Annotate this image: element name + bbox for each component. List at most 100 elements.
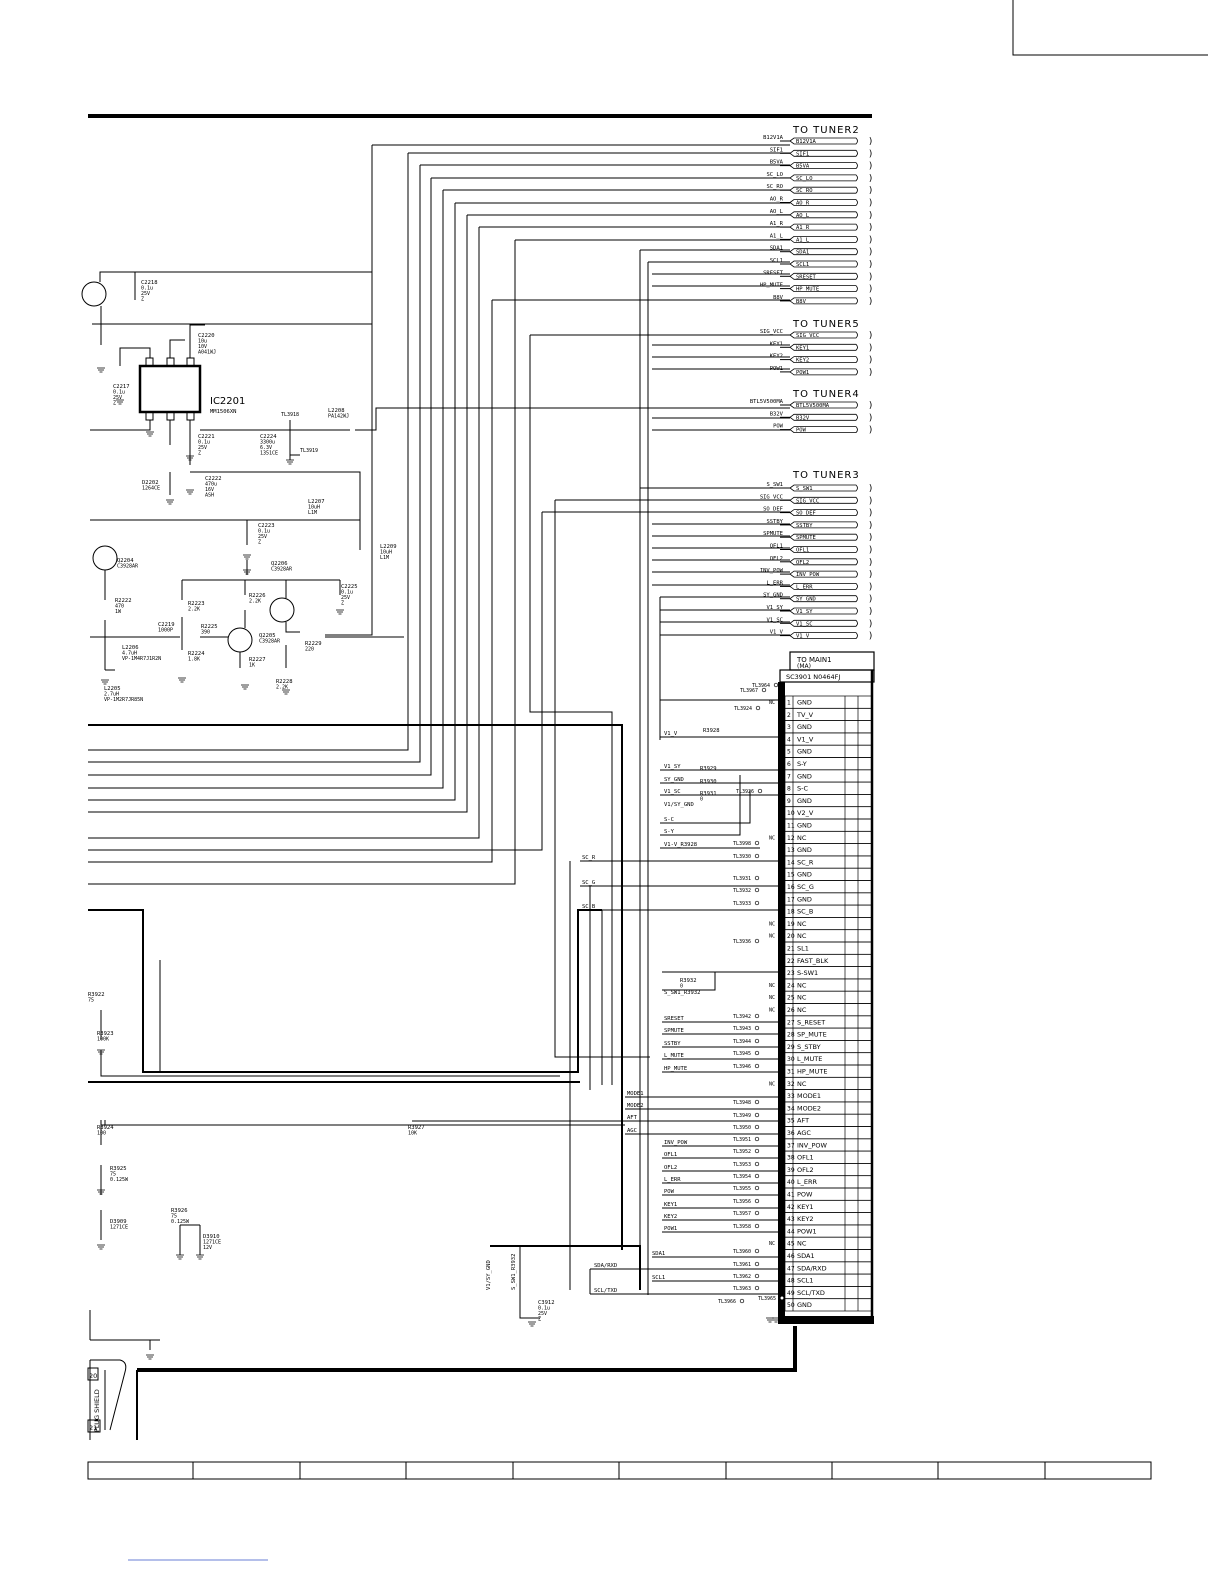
component-value: PA142WJ	[328, 414, 349, 420]
main1-pin-name: L_ERR	[797, 1178, 817, 1186]
tuner2-pin	[789, 162, 858, 169]
component-value: 10uH	[308, 505, 320, 511]
component-value: 0.1u	[538, 1306, 550, 1312]
testpoint-marker	[754, 1112, 760, 1118]
main1-pin-number: 7	[787, 773, 791, 780]
main1-pin-name: SC_B	[797, 908, 813, 916]
main1-pin-name: MODE1	[797, 1092, 821, 1100]
main1-pin-name: NC	[797, 834, 807, 842]
tuner4-pin	[789, 413, 858, 421]
testpoint-label: TL3962	[733, 1274, 751, 1280]
testpoint-label: TL3924	[734, 706, 752, 712]
testpoint-marker	[754, 875, 760, 881]
main1-pin-name: GND	[797, 772, 812, 780]
testpoint-label: TL3965	[758, 1296, 776, 1302]
testpoint-label: TL3948	[733, 1100, 751, 1106]
component-value: 25V	[198, 445, 207, 451]
ground-symbol	[146, 431, 154, 437]
testpoint-label: TL3949	[733, 1113, 751, 1119]
tuner3-signal-right: S_SW1	[796, 486, 813, 492]
tuner3-signal-right: SY_GND	[796, 597, 816, 603]
tuner3-bracket: )	[868, 632, 873, 642]
main-signal-label: INV_POW	[664, 1140, 688, 1146]
tuner2-signal-right: SDA1	[796, 250, 809, 256]
main1-pin-name: KEY2	[797, 1215, 813, 1223]
main1-pin-name: HP_MUTE	[797, 1068, 828, 1076]
testpoint-label: TL3919	[300, 448, 318, 454]
testpoint-label: TL3930	[733, 854, 751, 860]
ic2201-body	[138, 364, 202, 414]
tuner2-signal-right: B8V	[796, 299, 807, 305]
tuner3-signal-right: V1_SC	[796, 621, 813, 627]
testpoint-marker	[754, 1124, 760, 1130]
tuner3-signal-right: SIG_VCC	[796, 498, 819, 504]
main1-pin-number: 30	[787, 1056, 795, 1063]
main-signal-label: SDA1	[652, 1251, 665, 1257]
component-ref: C2223	[258, 523, 275, 529]
testpoint-label: TL3958	[733, 1224, 751, 1230]
tuner2-signal-right: B5VA	[796, 164, 810, 170]
ground-symbol	[241, 684, 249, 690]
main-signal-label: V1_SY	[664, 764, 681, 770]
main1-pin-number: 38	[787, 1155, 795, 1162]
ground-symbol	[186, 489, 194, 495]
main-signal-label: POW	[664, 1189, 675, 1195]
nc-marker: NC	[769, 835, 775, 841]
tuner3-signal-left: SY_GND	[763, 593, 783, 599]
component-value: Z	[341, 601, 344, 607]
tuner2-signal-right: SIF1	[796, 151, 809, 157]
testpoint-marker	[757, 788, 763, 794]
component-ref: R2225	[201, 624, 218, 630]
main1-pin-row	[784, 1298, 873, 1312]
tuner2-pin	[789, 297, 858, 305]
component-value: 470u	[205, 482, 217, 488]
tuner2-pin	[789, 285, 858, 292]
main1-pin-number: 2	[787, 712, 791, 719]
component-value: 4.7uH	[122, 651, 137, 657]
component-value: 2.7uH	[104, 692, 119, 698]
component-ref: L2205	[104, 686, 121, 692]
component-ref: C2221	[198, 434, 215, 440]
main1-pin-name: NC	[797, 981, 807, 989]
main1-pin-name: POW1	[797, 1227, 817, 1235]
main1-pin-name: S_RESET	[797, 1018, 825, 1026]
tuner3-signal-left: SSTBY	[766, 519, 783, 525]
testpoint-marker	[754, 1273, 760, 1279]
tuner3-title: TO TUNER3	[792, 470, 860, 481]
main1-pin-number: 12	[787, 835, 795, 842]
component-value: 1000P	[158, 628, 173, 634]
component-ref: L2207	[308, 499, 325, 505]
testpoint-marker	[754, 1038, 760, 1044]
testpoint-label: TL3956	[733, 1199, 751, 1205]
ground-symbol	[166, 499, 174, 505]
component-value: Z	[258, 540, 261, 546]
tuner3-bracket: )	[868, 619, 873, 629]
tuner5-signal-left: KEY2	[770, 354, 783, 360]
main1-pin-number: 18	[787, 909, 795, 916]
component-value: A041WJ	[198, 350, 216, 356]
main1-pin-number: 48	[787, 1278, 795, 1285]
main1-pin-number: 44	[787, 1228, 795, 1235]
ground-symbol	[97, 1189, 105, 1195]
tuner2-signal-right: SC_RO	[796, 188, 813, 194]
main-signal-label: SC_B	[582, 904, 596, 910]
tuner3-signal-left: SIG_VCC	[760, 494, 783, 500]
tuner2-signal-left: AO_L	[770, 209, 784, 215]
main1-pin-number: 32	[787, 1081, 795, 1088]
tuner5-bracket: )	[868, 368, 873, 378]
component-value: 0.1u	[341, 590, 353, 596]
tuner3-signal-right: L_ERR	[796, 584, 813, 590]
nc-marker: NC	[769, 700, 775, 706]
main1-pin-number: 1	[787, 700, 791, 707]
tuner3-pin	[789, 595, 858, 603]
testpoint-label: TL3960	[733, 1249, 751, 1255]
main-signal-label: SRESET	[664, 1016, 685, 1022]
main1-pin-number: 4	[787, 736, 791, 743]
component-ref: R2222	[115, 598, 132, 604]
tuner3-signal-left: V1_V	[770, 630, 784, 636]
component-ref: C2219	[158, 622, 175, 628]
tuner3-pin	[789, 632, 858, 639]
tuner2-signal-left: A1_R	[770, 221, 784, 227]
main1-pin-name: AFT	[797, 1117, 809, 1125]
ground-symbol	[178, 677, 186, 683]
